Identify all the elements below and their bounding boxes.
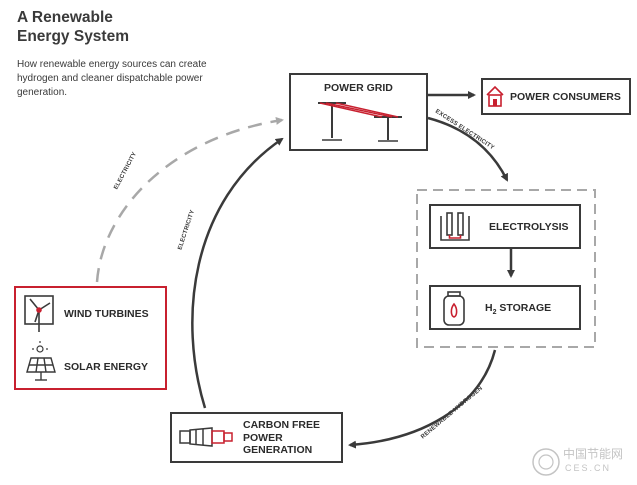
h2-storage-label: H2 STORAGE bbox=[485, 302, 551, 319]
solar-panel-icon bbox=[26, 357, 56, 381]
h2-storage-subscript: 2 bbox=[492, 309, 497, 317]
storage-group-dashed bbox=[416, 189, 596, 348]
power-line-icon bbox=[318, 102, 402, 142]
carbon-free-line-3: GENERATION bbox=[243, 444, 313, 456]
arrow-storage-to-generation bbox=[348, 349, 497, 449]
gas-tank-icon bbox=[443, 291, 465, 326]
carbon-free-line-1: CARBON FREE bbox=[243, 419, 321, 431]
title-line-1: A Renewable bbox=[17, 9, 113, 26]
house-icon bbox=[486, 85, 504, 107]
arrow-renewables-to-grid bbox=[95, 116, 284, 283]
title-line-2: Energy System bbox=[17, 28, 129, 45]
carbon-free-generation-box bbox=[170, 412, 343, 463]
watermark-cn-text: 中国节能网 bbox=[563, 447, 624, 461]
wind-turbines-label: WIND TURBINES bbox=[64, 308, 149, 320]
h2-storage-rest: STORAGE bbox=[496, 302, 552, 314]
watermark-url-text: CES.CN bbox=[565, 463, 612, 473]
power-consumers-box bbox=[481, 78, 631, 115]
diagram-subtitle: How renewable energy sources can create … bbox=[17, 59, 207, 98]
power-consumers-label: POWER CONSUMERS bbox=[510, 91, 621, 103]
renewables-box bbox=[14, 286, 167, 390]
watermark-logo-icon bbox=[532, 448, 560, 476]
power-grid-label: POWER GRID bbox=[324, 82, 393, 94]
solar-energy-label: SOLAR ENERGY bbox=[64, 361, 149, 373]
electrolysis-icon bbox=[440, 212, 470, 241]
h2-storage-h: H bbox=[485, 302, 493, 314]
diagram-title: A Renewable Energy System bbox=[17, 8, 129, 46]
carbon-free-line-2: POWER bbox=[243, 431, 283, 444]
turbine-engine-icon bbox=[179, 427, 233, 447]
watermark: 中国节能网 CES.CN bbox=[531, 443, 635, 481]
electrolysis-box bbox=[429, 204, 581, 249]
arrow-generation-to-grid bbox=[191, 137, 284, 409]
electrolysis-label: ELECTROLYSIS bbox=[489, 221, 569, 233]
arrow-grid-to-storage bbox=[427, 116, 509, 182]
carbon-free-generation-label: CARBON FREE POWER GENERATION bbox=[243, 419, 320, 457]
wind-turbine-icon bbox=[24, 295, 54, 332]
h2-storage-box bbox=[429, 285, 581, 330]
sun-icon bbox=[32, 341, 48, 353]
